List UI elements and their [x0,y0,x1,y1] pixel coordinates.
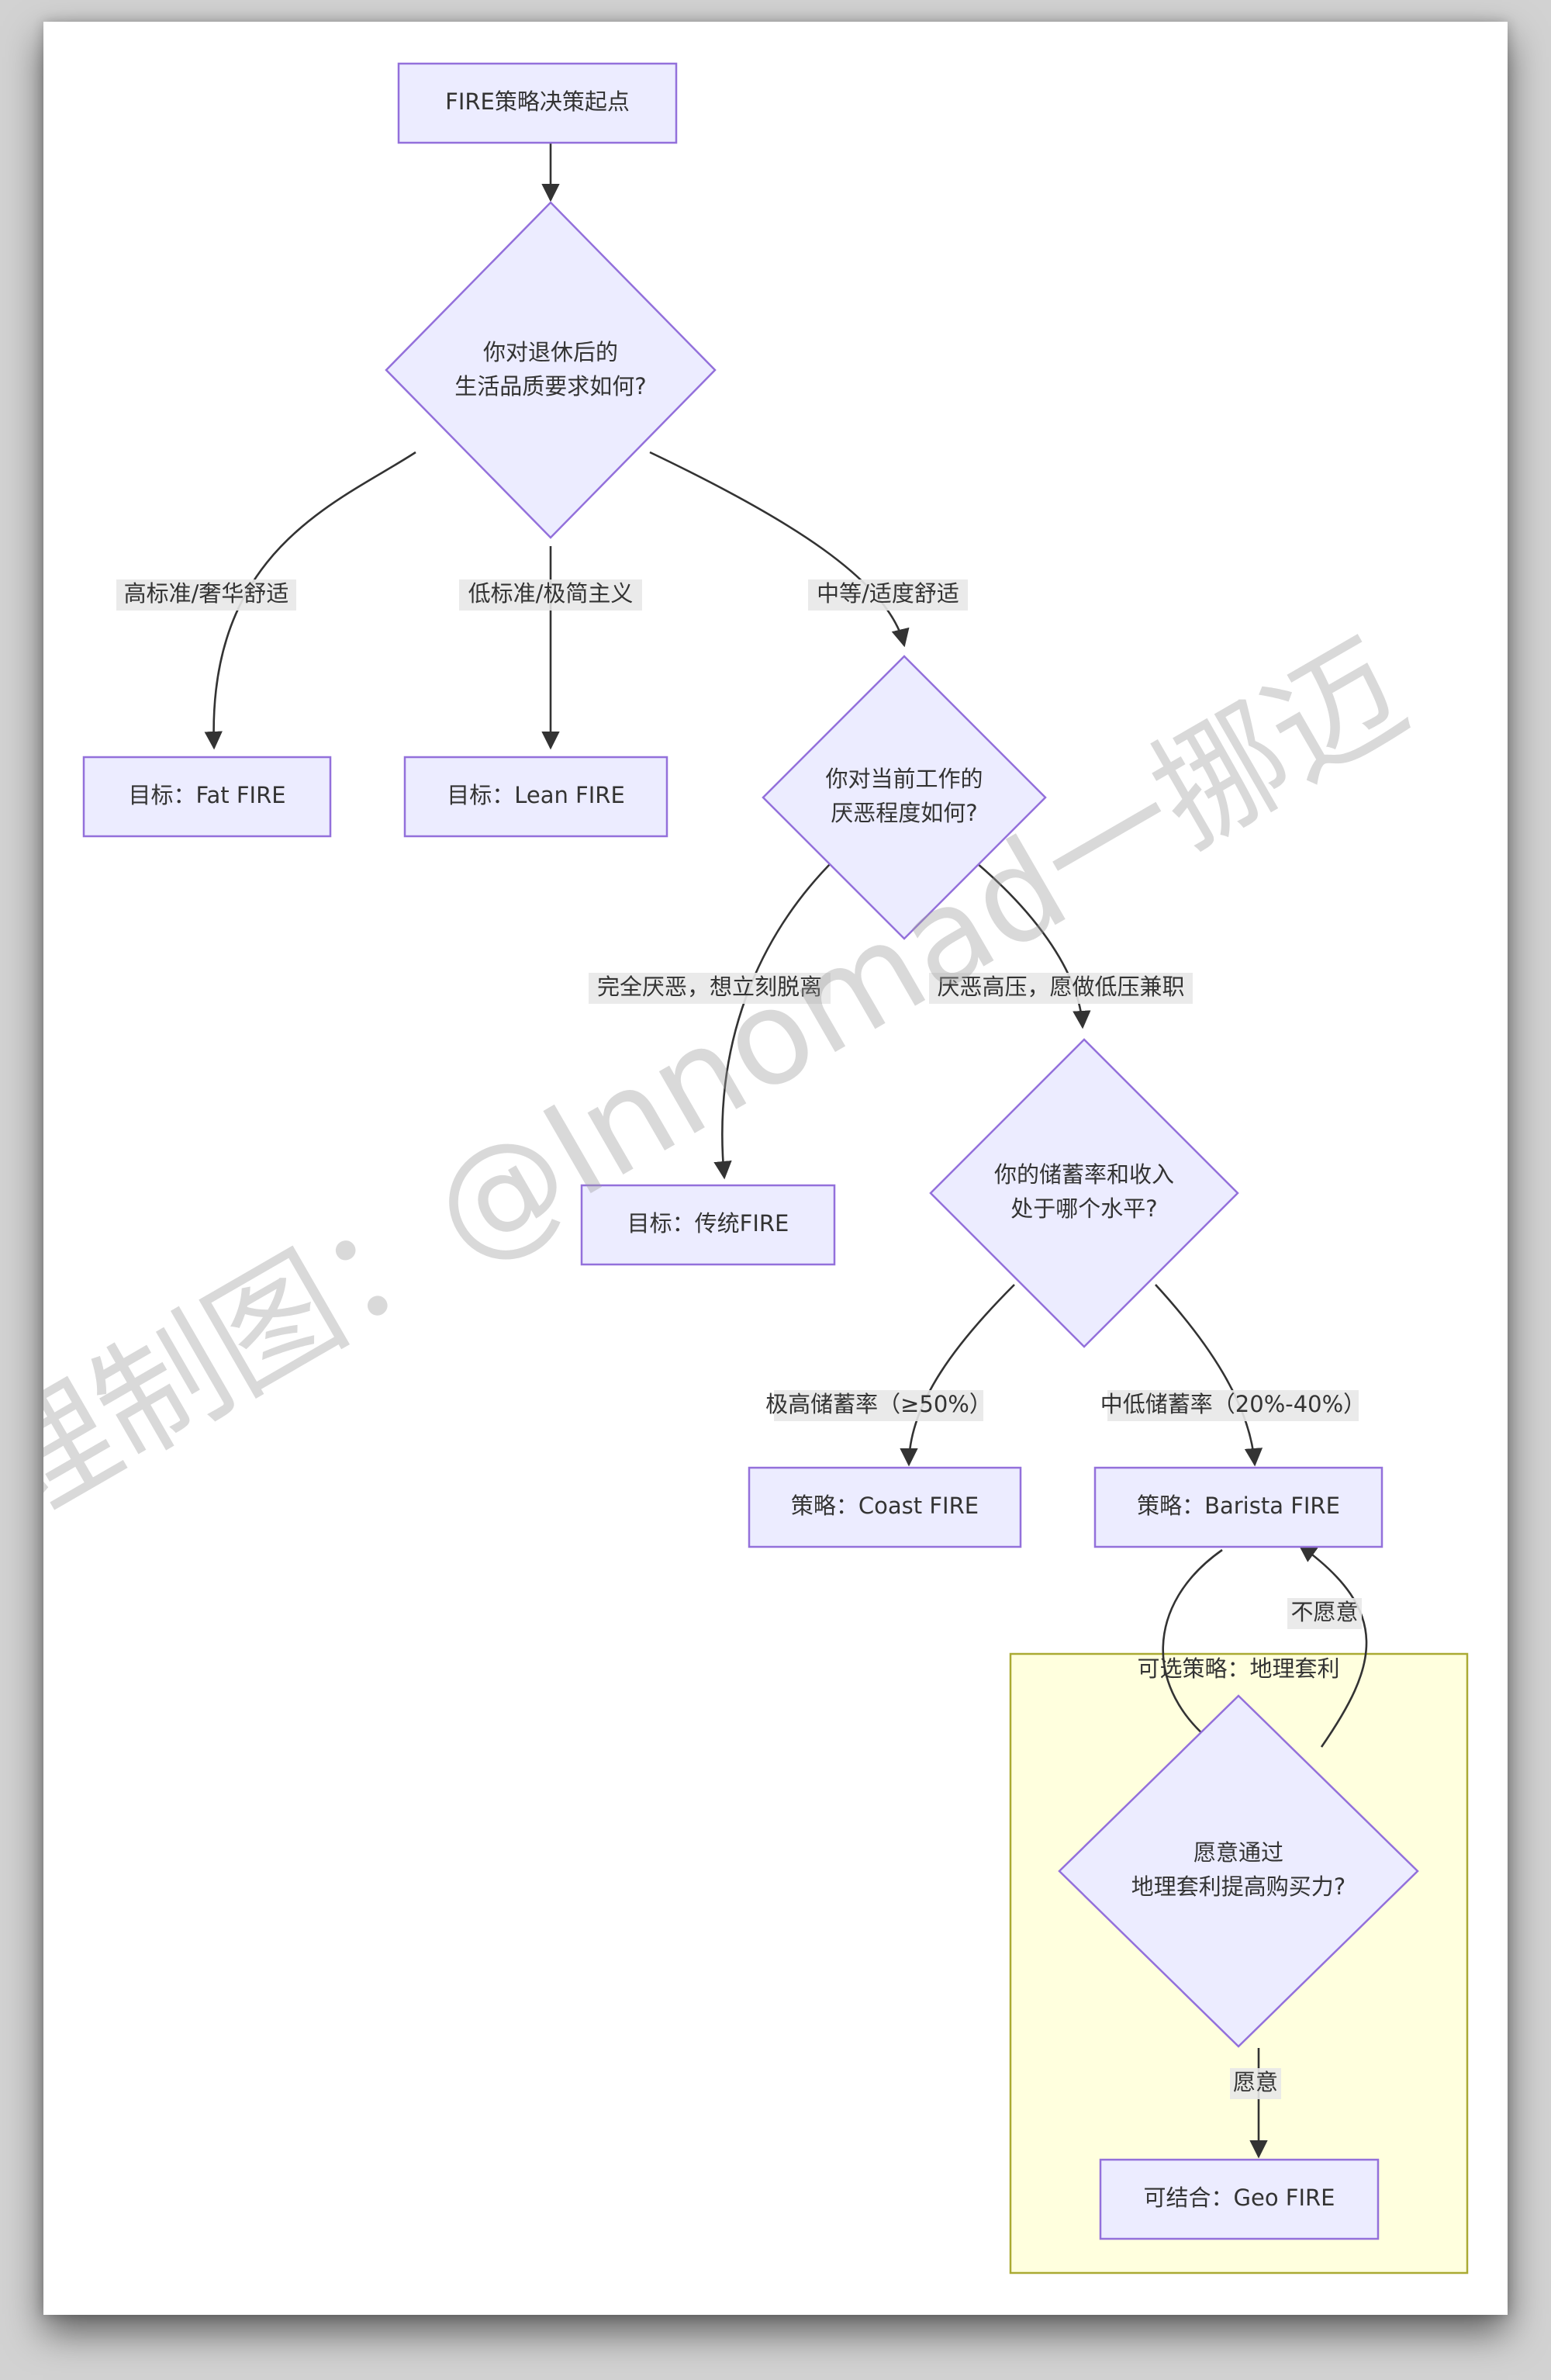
node-barista-fire: 策略：Barista FIRE [1093,1466,1383,1548]
node-lean-fire: 目标：Lean FIRE [403,756,668,838]
node-fat-fire-text: 目标：Fat FIRE [128,782,285,808]
node-quality-question-line2: 生活品质要求如何? [454,373,646,400]
node-geo-fire: 可结合：Geo FIRE [1099,2158,1380,2240]
edge-label-yes: 愿意 [1230,2068,1281,2099]
edge-label-mid-text: 中等/适度舒适 [817,580,959,607]
node-work-question-line2: 厌恶程度如何? [831,800,977,826]
edge-geo-question-to-barista [1298,1544,1368,1748]
edges [204,141,1368,2159]
node-savings-question-line1: 你的储蓄率和收入 [994,1161,1174,1188]
node-coast-fire: 策略：Coast FIRE [748,1466,1022,1548]
edge-label-no-text: 不愿意 [1290,1599,1358,1625]
edge-quality-to-fat [204,451,416,750]
edge-label-pressure-text: 厌恶高压，愿做低压兼职 [937,974,1184,1000]
edge-label-pressure: 厌恶高压，愿做低压兼职 [929,973,1193,1004]
flowchart-canvas: 可选策略：地理套利 高标准/奢华舒适 低标准/极简主义 中等/适度舒适 完全 [43,62,1469,2274]
edge-label-mid-save-text: 中低储蓄率（20%-40%） [1100,1391,1366,1417]
cluster-title: 可选策略：地理套利 [1137,1655,1339,1682]
node-geo-question-line2: 地理套利提高购买力? [1131,1873,1345,1900]
edge-savings-to-coast [900,1284,1015,1467]
node-quality-question: 你对退休后的 生活品质要求如何? [385,201,717,539]
node-geo-fire-text: 可结合：Geo FIRE [1144,2185,1335,2211]
node-quality-question-line1: 你对退休后的 [483,339,618,365]
node-traditional-fire-text: 目标：传统FIRE [627,1210,789,1237]
node-work-question: 你对当前工作的 厌恶程度如何? [762,655,1047,940]
node-geo-question: 愿意通过 地理套利提高购买力? [1058,1694,1419,2048]
edge-label-low: 低标准/极简主义 [459,579,642,611]
node-start: FIRE策略决策起点 [397,62,678,144]
edge-savings-to-barista [1155,1284,1263,1467]
nodes: FIRE策略决策起点 你对退休后的 生活品质要求如何? 目标：Fat FIRE … [82,62,1419,2240]
edge-label-mid-save: 中低储蓄率（20%-40%） [1100,1390,1366,1421]
node-geo-question-line1: 愿意通过 [1193,1839,1283,1866]
edge-label-yes-text: 愿意 [1233,2069,1278,2095]
edge-barista-to-geo-question [1162,1548,1223,1745]
node-lean-fire-text: 目标：Lean FIRE [447,782,625,808]
edge-work-to-savings [972,859,1091,1029]
edge-label-high-save-text: 极高储蓄率（≥50%） [765,1391,992,1417]
node-savings-question-line2: 处于哪个水平? [1010,1195,1157,1222]
edge-label-low-text: 低标准/极简主义 [468,580,634,607]
node-work-question-line1: 你对当前工作的 [825,766,983,792]
node-coast-fire-text: 策略：Coast FIRE [791,1493,979,1519]
node-fat-fire: 目标：Fat FIRE [82,756,332,838]
edge-label-high: 高标准/奢华舒适 [116,579,296,611]
edge-label-high-text: 高标准/奢华舒适 [124,580,289,607]
edge-label-hate-text: 完全厌恶，想立刻脱离 [597,974,822,1000]
node-barista-fire-text: 策略：Barista FIRE [1137,1493,1340,1519]
edge-labels: 高标准/奢华舒适 低标准/极简主义 中等/适度舒适 完全厌恶，想立刻脱离 厌恶高… [116,579,1366,2099]
edge-label-hate: 完全厌恶，想立刻脱离 [589,973,831,1004]
edge-label-high-save: 极高储蓄率（≥50%） [765,1390,992,1421]
node-savings-question: 你的储蓄率和收入 处于哪个水平? [929,1038,1239,1348]
edge-label-no: 不愿意 [1287,1598,1362,1629]
edge-quality-to-work [649,451,910,648]
node-traditional-fire: 目标：传统FIRE [580,1184,836,1266]
node-start-text: FIRE策略决策起点 [445,88,630,115]
edge-label-mid: 中等/适度舒适 [808,579,968,611]
diagram-card: 可选策略：地理套利 高标准/奢华舒适 低标准/极简主义 中等/适度舒适 完全 [43,22,1508,2315]
